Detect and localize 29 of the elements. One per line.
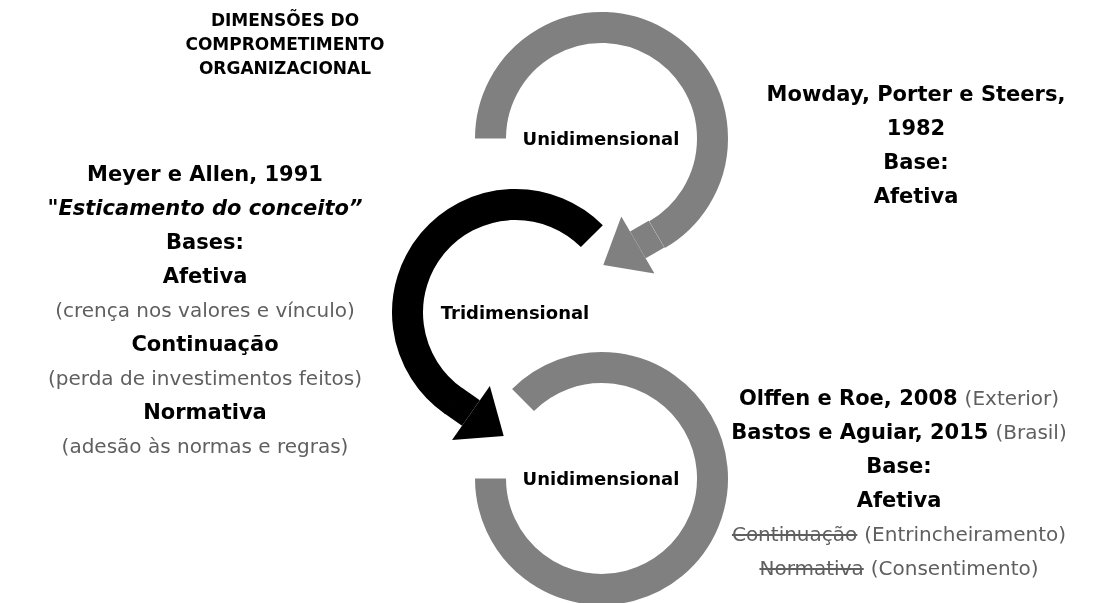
base-heading: Bases: [166,230,244,254]
base-heading: Base: [883,150,949,174]
description-text: (Entrincheiramento) [864,522,1067,546]
struck-text: Normativa [759,556,864,580]
base-name: Continuação [131,332,279,356]
base-name: Afetiva [162,264,248,288]
base-name: Normativa [143,400,267,424]
arrow [603,216,665,274]
struck-text: Continuação [731,522,858,546]
author-text: Olffen e Roe, 2008 [738,386,958,410]
diagram-title: DIMENSÕES DO COMPROMETIMENTO ORGANIZACIONAL [184,8,386,80]
author-text: Bastos e Aguiar, 2015 [731,420,989,444]
dimension-label: Unidimensional [522,127,680,149]
description-text: (crença nos valores e vínculo) [55,298,355,322]
dimension-label: Tridimensional [440,301,590,323]
description-text: (Consentimento) [870,556,1039,580]
author-text: Meyer e Allen, 1991 [87,162,323,186]
country-text: (Brasil) [995,420,1067,444]
dimension-label: Unidimensional [522,467,680,489]
description-text: (perda de investimentos feitos) [47,366,363,390]
base-name: Afetiva [856,488,942,512]
country-text: (Exterior) [964,386,1060,410]
base-name: Afetiva [873,184,959,208]
ring-band [474,351,728,603]
quote-text: "Esticamento do conceito” [47,196,363,220]
base-heading: Base: [866,454,932,478]
description-text: (adesão às normas e regras) [61,434,349,458]
author-text: Mowday, Porter e Steers, 1982 [766,82,1066,140]
arrow [444,385,504,440]
